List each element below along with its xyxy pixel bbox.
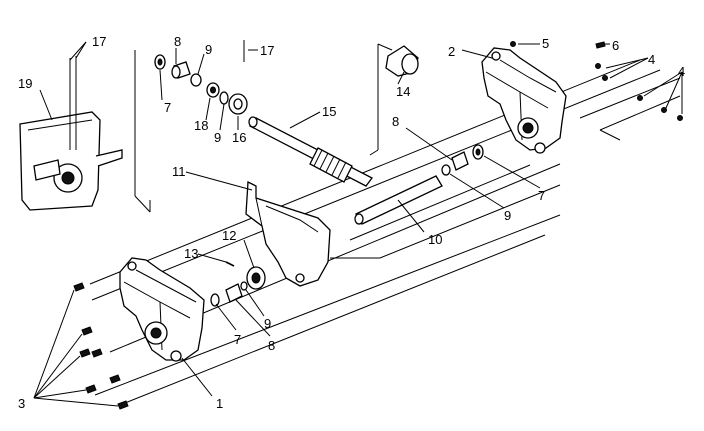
callout-17-left: 17 bbox=[92, 34, 106, 49]
callout-3: 3 bbox=[18, 396, 25, 411]
bracket-frame-lines bbox=[134, 43, 393, 213]
callout-15: 15 bbox=[322, 104, 336, 119]
callout-10: 10 bbox=[428, 232, 442, 247]
callout-9-mid: 9 bbox=[504, 208, 511, 223]
callout-9-second: 9 bbox=[214, 130, 221, 145]
callout-9-top: 9 bbox=[205, 42, 212, 57]
callout-labels: 1 2 3 4 4 5 6 7 7 7 8 8 8 9 9 9 9 10 11 … bbox=[18, 34, 685, 411]
callout-12: 12 bbox=[222, 228, 236, 243]
worm-shaft bbox=[248, 116, 373, 187]
callout-11: 11 bbox=[172, 164, 186, 179]
callout-5: 5 bbox=[542, 36, 549, 51]
screws-3 bbox=[73, 282, 129, 410]
small-hardware bbox=[154, 45, 484, 307]
right-gear-housing bbox=[481, 47, 567, 154]
callout-8-mid: 8 bbox=[392, 114, 399, 129]
callout-13: 13 bbox=[184, 246, 198, 261]
cross-shaft bbox=[354, 175, 443, 225]
callout-16: 16 bbox=[232, 130, 246, 145]
callout-8-top: 8 bbox=[174, 34, 181, 49]
callout-4-b: 4 bbox=[678, 64, 685, 79]
leader-lines bbox=[33, 40, 683, 407]
callout-18: 18 bbox=[194, 118, 208, 133]
center-frame bbox=[245, 180, 331, 287]
callout-4-a: 4 bbox=[648, 52, 655, 67]
callout-2: 2 bbox=[448, 44, 455, 59]
callout-17-right: 17 bbox=[260, 43, 274, 58]
callout-19: 19 bbox=[18, 76, 32, 91]
screws-right bbox=[510, 41, 683, 121]
callout-14: 14 bbox=[396, 84, 410, 99]
callout-7-top: 7 bbox=[164, 100, 171, 115]
worm-gear-threads bbox=[309, 147, 353, 183]
callout-6: 6 bbox=[612, 38, 619, 53]
callout-8-bottom: 8 bbox=[268, 338, 275, 353]
callout-7-bottom: 7 bbox=[234, 332, 241, 347]
callout-7-right: 7 bbox=[538, 188, 545, 203]
callout-1: 1 bbox=[216, 396, 223, 411]
callout-9-bottom: 9 bbox=[264, 316, 271, 331]
left-bracket-19 bbox=[19, 56, 123, 211]
left-gear-housing bbox=[119, 257, 205, 362]
